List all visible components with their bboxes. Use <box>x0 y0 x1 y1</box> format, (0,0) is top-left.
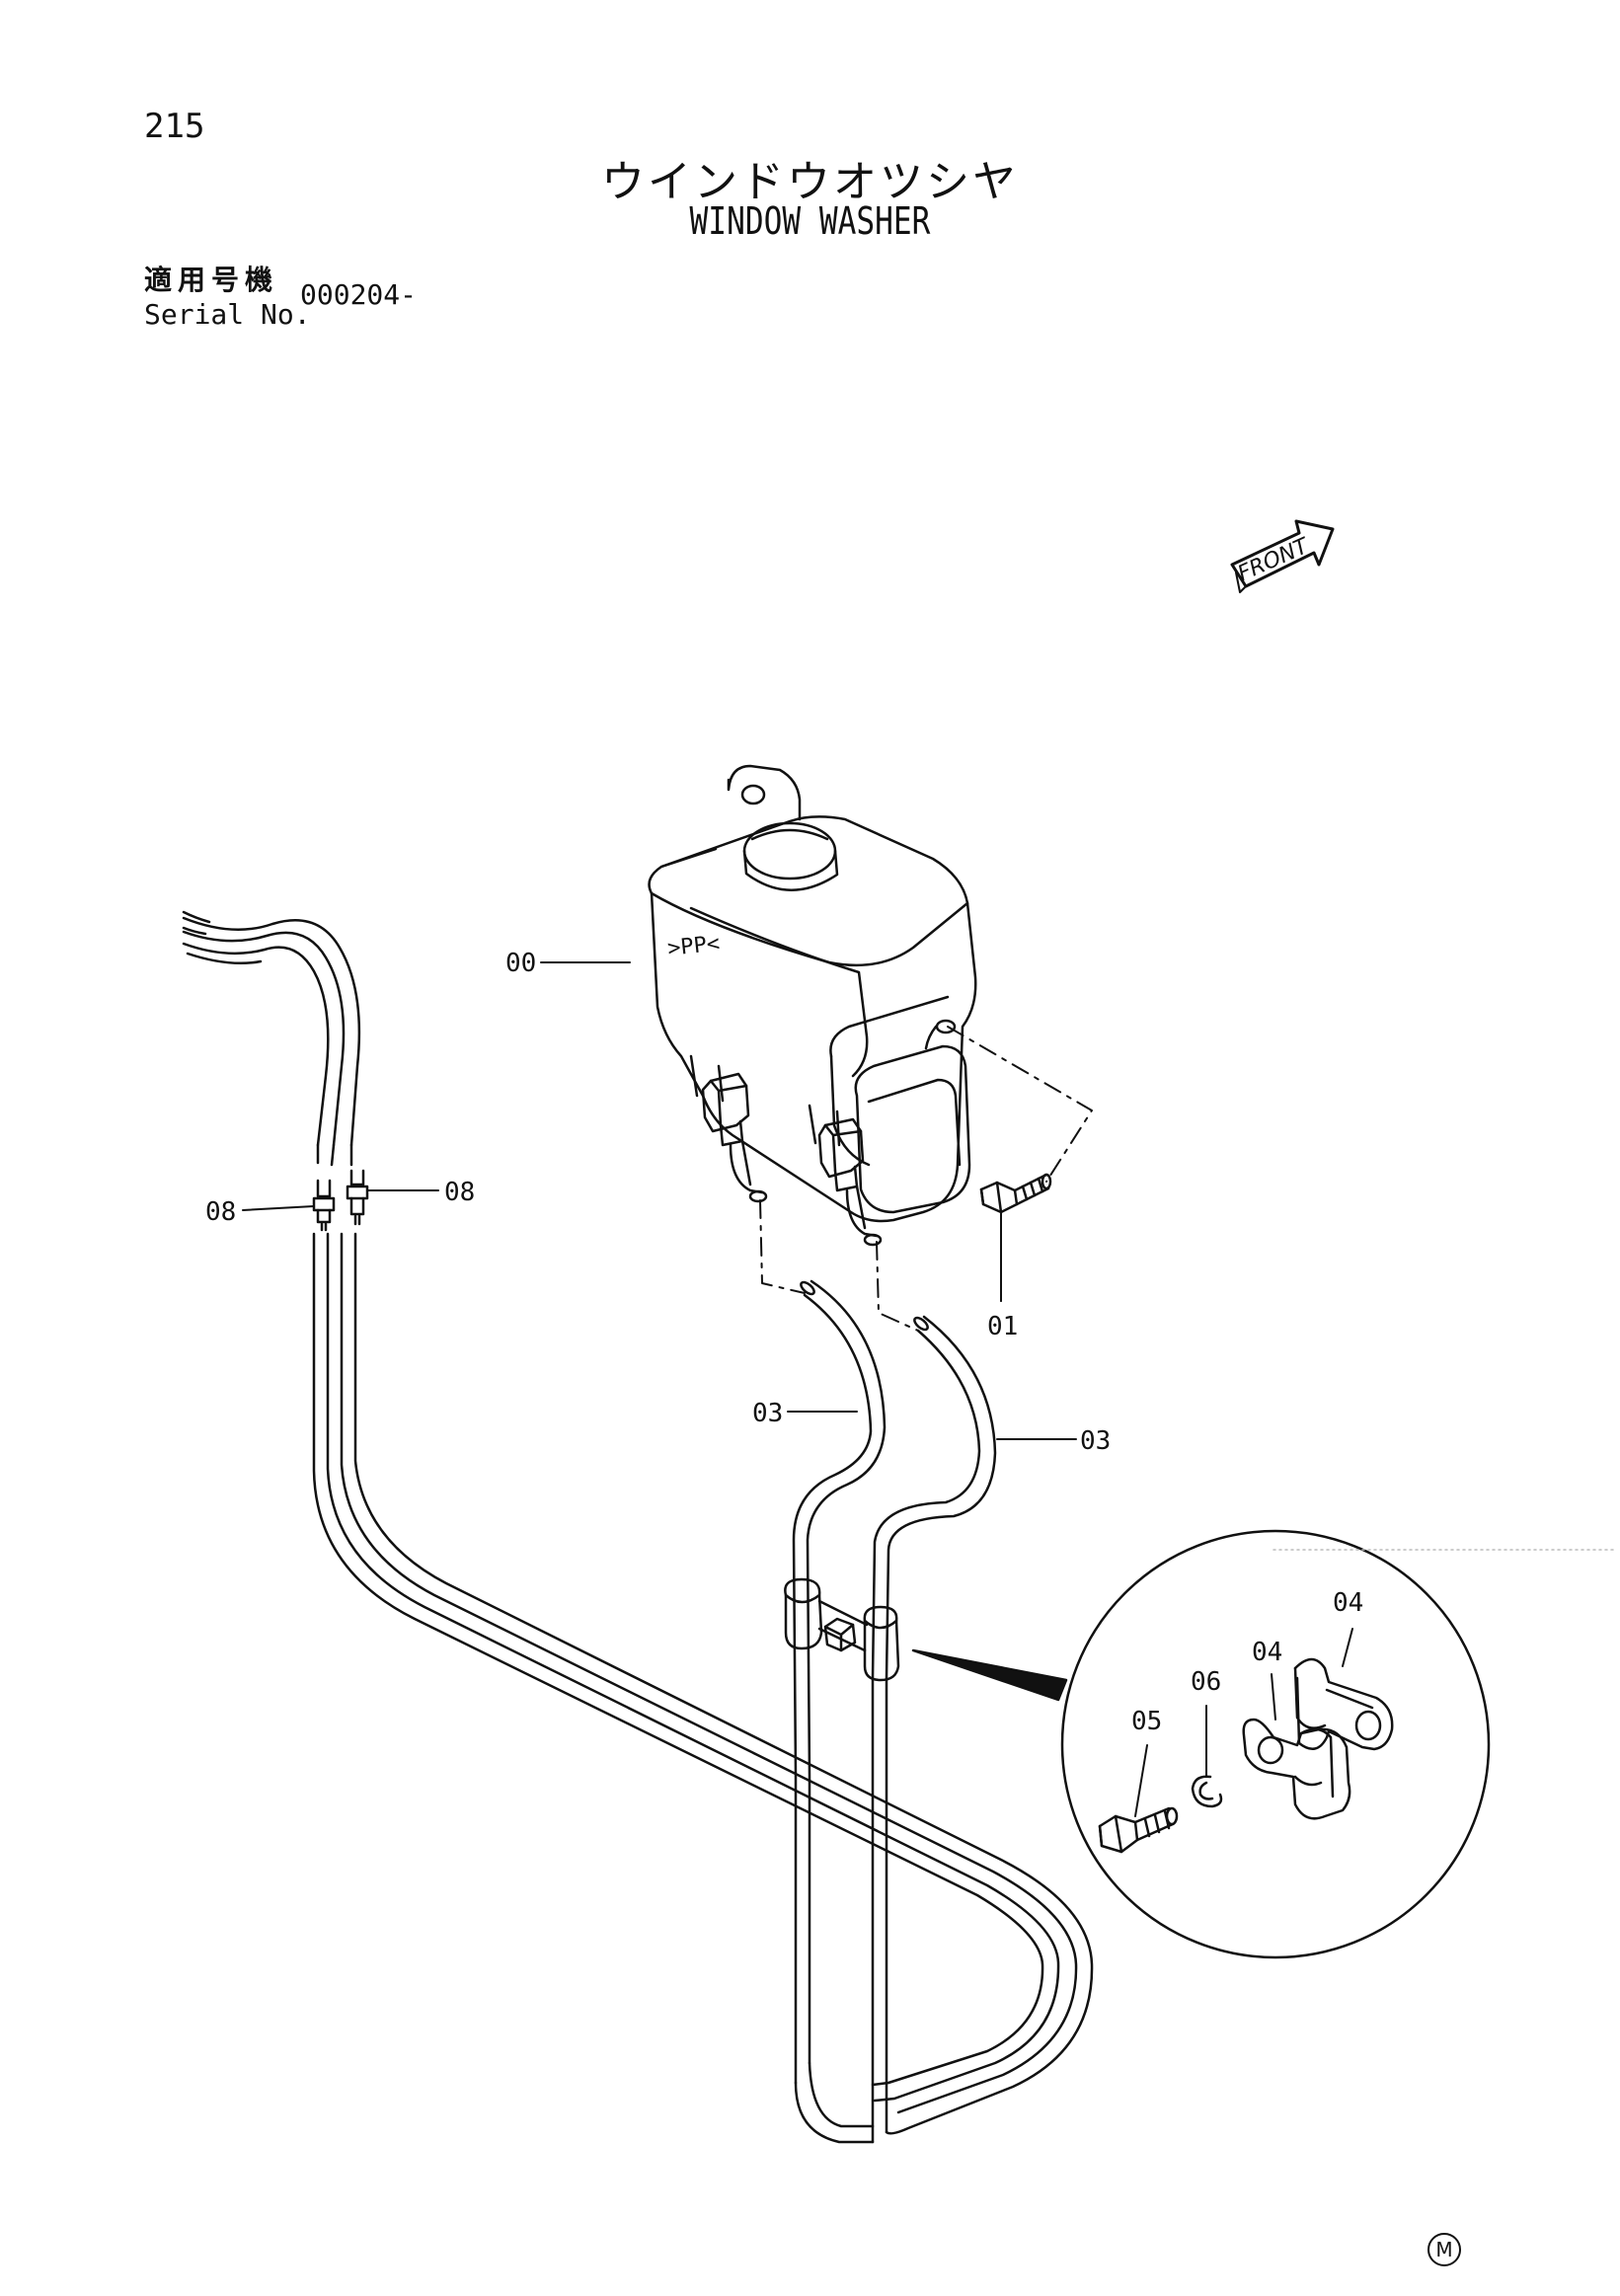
title-english: WINDOW WASHER <box>689 199 931 243</box>
callout-00: 00 <box>505 949 536 978</box>
alignment-lines <box>759 1026 1093 1332</box>
serial-label-japanese: 適用号機 <box>144 264 279 296</box>
circled-m-mark: M <box>1427 2233 1461 2266</box>
connector-08-right <box>346 1169 369 1226</box>
front-arrow-label: FRONT <box>1234 533 1313 586</box>
callout-06: 06 <box>1191 1667 1221 1697</box>
hose-routing <box>312 1232 1094 2144</box>
hose-upper-ends <box>182 910 361 1167</box>
connector-08-left <box>312 1179 336 1232</box>
callout-03-right: 03 <box>1080 1426 1111 1456</box>
title-japanese: ウインドウオツシヤ <box>601 157 1019 207</box>
hose-clamp <box>784 1577 900 1682</box>
page-number: 215 <box>144 107 205 146</box>
hose-03-right <box>871 1315 997 2144</box>
washer-tank: >PP< <box>648 764 977 1247</box>
serial-label-english: Serial No. <box>144 298 311 331</box>
hose-03-left <box>792 1279 887 2085</box>
callout-04-upper: 04 <box>1333 1588 1363 1618</box>
tank-material-marking: >PP< <box>666 932 721 961</box>
bolt-01 <box>979 1173 1052 1214</box>
front-arrow-icon: FRONT <box>1230 519 1335 593</box>
serial-number-value: 000204- <box>300 278 418 311</box>
callout-03-left: 03 <box>752 1399 783 1428</box>
leader-lines <box>242 961 1353 1817</box>
callout-08-right: 08 <box>444 1178 475 1207</box>
callout-05: 05 <box>1131 1707 1162 1736</box>
detail-view <box>911 1529 1491 1959</box>
callout-01: 01 <box>987 1312 1018 1341</box>
callout-04-lower: 04 <box>1252 1638 1282 1667</box>
callout-08-left: 08 <box>205 1197 236 1227</box>
